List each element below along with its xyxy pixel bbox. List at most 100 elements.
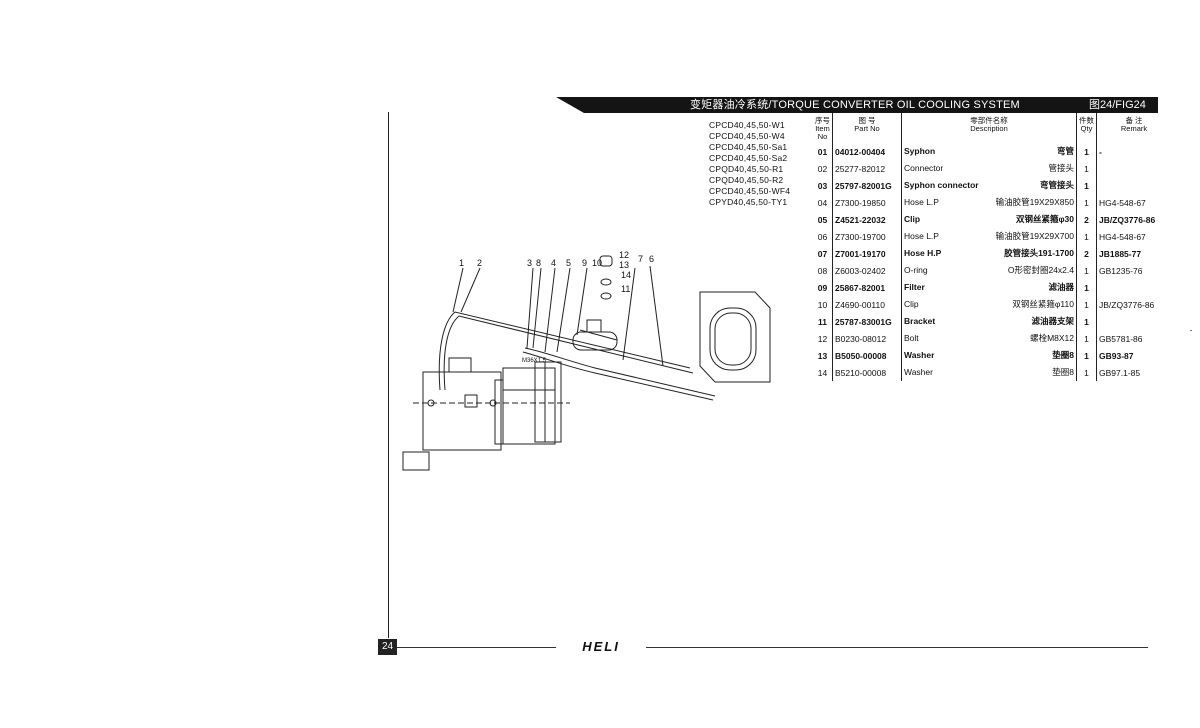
remark-cell: GB93-87 (1099, 350, 1134, 361)
housing-top-boss (448, 357, 472, 373)
bolt-head (599, 255, 613, 267)
model-item: CPCD40,45,50-Sa1 (709, 142, 788, 152)
model-item: CPCD40,45,50-Sa2 (709, 153, 788, 163)
model-item: CPCD40,45,50-W1 (709, 120, 785, 130)
page-title: 变矩器油冷系统/TORQUE CONVERTER OIL COOLING SYS… (690, 99, 1020, 111)
callout-13: 13 (619, 260, 629, 270)
part-no-cell: Z7300-19700 (832, 228, 902, 245)
leader-line (649, 265, 664, 367)
drawing-lines (402, 255, 771, 471)
item-no-cell: 07 (813, 245, 833, 262)
part-no-cell: B0230-08012 (832, 330, 902, 347)
item-no-cell: 03 (813, 177, 833, 194)
part-no-cell: 25277-82012 (832, 160, 902, 177)
description-cn: O形密封圈24x2.4 (1007, 265, 1074, 275)
remark-cell: JB/ZQ3776-86 (1099, 214, 1156, 225)
leader-line (544, 267, 556, 353)
description-cn: 双钢丝紧箍φ30 (1015, 214, 1074, 224)
page-number: 24 (378, 639, 397, 655)
remark-cell (1097, 279, 1172, 296)
qty-cell: 1 (1076, 177, 1097, 194)
description-cn: 输油胶管19X29X700 (995, 231, 1074, 241)
callout-9: 9 (582, 258, 587, 268)
cooler-opening (709, 307, 757, 371)
part-no-cell: Z4521-22032 (832, 211, 902, 228)
model-item: CPQD40,45,50-R1 (709, 164, 784, 174)
hose-high-pressure-2 (522, 351, 714, 401)
part-no-cell: B5210-00008 (832, 364, 902, 381)
table-header-row: 序号 Item No 图 号 Part No 零部件名称 Description… (813, 113, 1171, 143)
description-cn: 滤油器 (1048, 282, 1074, 292)
washer (600, 278, 612, 286)
qty-cell: 1 (1076, 228, 1097, 245)
callout-5: 5 (566, 258, 571, 268)
description-en: Bolt (904, 333, 919, 343)
output-shaft (402, 451, 430, 471)
description-cn: 输油胶管19X29X850 (995, 197, 1074, 207)
model-item: CPCD40,45,50-WF4 (709, 186, 791, 196)
item-no-cell: 04 (813, 194, 833, 211)
callout-11: 11 (621, 284, 630, 294)
description-en: Filter (904, 282, 925, 292)
qty-cell: 1 (1076, 313, 1097, 330)
item-no-cell: 11 (813, 313, 833, 330)
item-no-cell: 09 (813, 279, 833, 296)
qty-cell: 1 (1076, 279, 1097, 296)
item-no-cell: 06 (813, 228, 833, 245)
header-description: 零部件名称 Description (901, 113, 1077, 143)
description-cn: 滤油器支架 (1031, 316, 1074, 326)
header-qty: 件数 Qty (1076, 113, 1097, 143)
qty-cell: 2 (1076, 211, 1097, 228)
oil-cooler (699, 291, 771, 383)
header-item-no: 序号 Item No (813, 113, 833, 143)
leader-line (622, 267, 636, 361)
header-part-no: 图 号 Part No (832, 113, 902, 143)
description-en: Syphon connector (904, 180, 979, 190)
qty-cell: 1 (1076, 330, 1097, 347)
assembly-drawing: 1 2 3 8 4 5 9 10 12 13 14 11 7 6 M36X1.5 (402, 250, 771, 471)
part-no-cell: Z7300-19850 (832, 194, 902, 211)
footer-rule (396, 647, 1148, 648)
qty-cell: 1 (1076, 262, 1097, 279)
callout-2: 2 (477, 258, 482, 268)
parts-table: 序号 Item No 图 号 Part No 零部件名称 Description… (813, 113, 1171, 381)
description-cn: 管接头 (1048, 163, 1074, 173)
figure-number: 图24/FIG24 (1089, 99, 1146, 111)
model-item: CPCD40,45,50-W4 (709, 131, 785, 141)
callout-14: 14 (621, 270, 631, 280)
remark-cell: JB/ZQ3776-86 (1099, 299, 1155, 310)
description-cn: 双钢丝紧箍φ110 (1012, 299, 1074, 309)
description-en: Hose H.P (904, 248, 942, 258)
leader-line (452, 267, 464, 313)
model-item: CPYD40,45,50-TY1 (709, 197, 788, 207)
item-no-cell: 08 (813, 262, 833, 279)
filter-bracket (586, 319, 602, 333)
converter-ring (534, 361, 562, 443)
callout-4: 4 (551, 258, 556, 268)
item-no-cell: 10 (813, 296, 833, 313)
part-no-cell: B5050-00008 (832, 347, 902, 364)
remark-cell (1097, 160, 1172, 177)
remark-cell (1097, 177, 1172, 194)
description-en: Hose L.P (904, 231, 939, 241)
remark-cell: HG4-548-67 (1099, 231, 1146, 242)
oil-filter (572, 331, 618, 351)
item-no-cell: 01 (813, 143, 833, 160)
model-list: CPCD40,45,50-W1 CPCD40,45,50-W4 CPCD40,4… (709, 120, 790, 208)
description-en: Syphon (904, 146, 936, 156)
description-cn: 垫圈8 (1052, 350, 1074, 360)
part-no-cell: 04012-00404 (832, 143, 902, 160)
model-item: CPQD40,45,50-R2 (709, 175, 784, 185)
